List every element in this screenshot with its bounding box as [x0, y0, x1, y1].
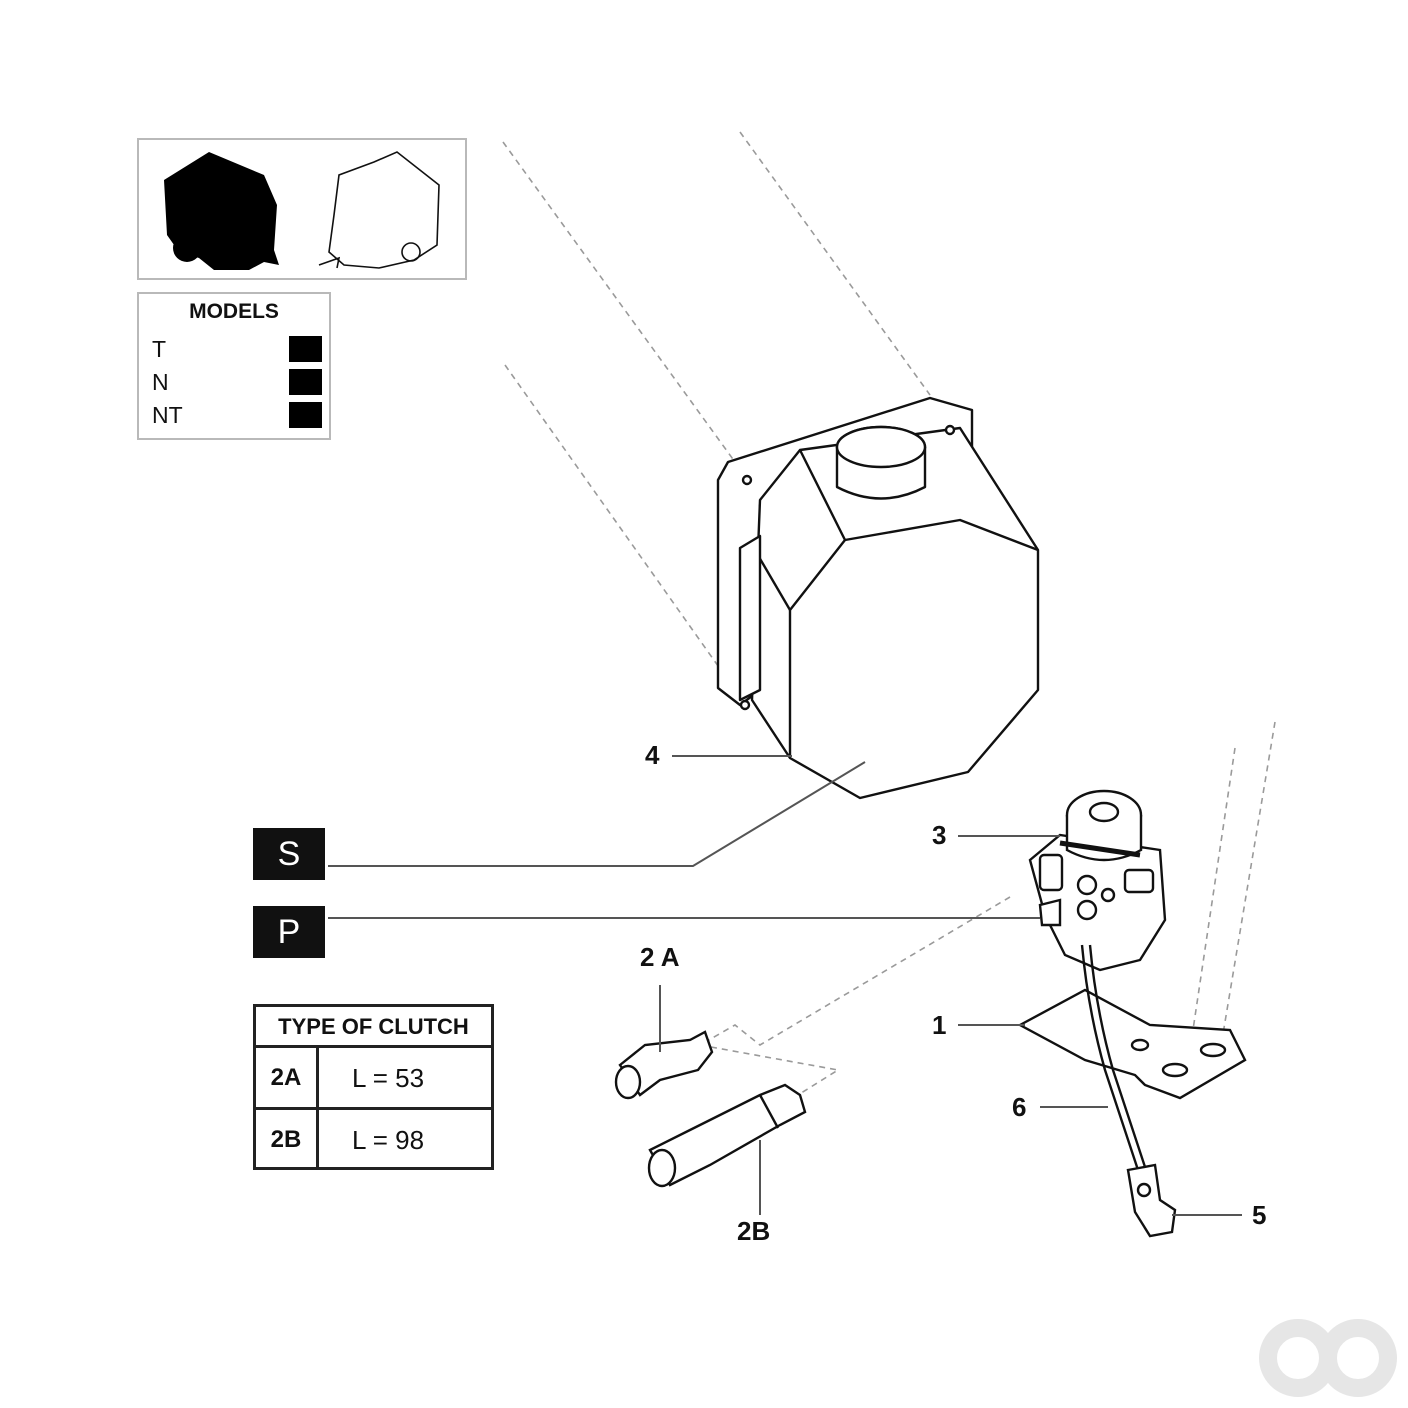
callout-2a: 2 A — [640, 942, 680, 972]
table-row: 2B L = 98 — [256, 1110, 491, 1170]
clutch-length: L = 98 — [352, 1125, 425, 1155]
callout-6: 6 — [1012, 1092, 1027, 1122]
callout-1: 1 — [932, 1010, 947, 1040]
bracket-part — [1017, 988, 1247, 1100]
model-swatch — [289, 369, 322, 395]
badge-s: S — [253, 828, 325, 880]
model-label: T — [152, 336, 167, 362]
callout-2b: 2B — [737, 1216, 771, 1246]
table-row: 2A L = 53 — [256, 1048, 491, 1108]
fitting-part — [1126, 1163, 1177, 1238]
model-swatch — [289, 402, 322, 428]
models-title: MODELS — [189, 300, 279, 323]
callout-5: 5 — [1252, 1200, 1267, 1230]
clutch-type-table: TYPE OF CLUTCH 2A L = 53 2B L = 98 — [253, 1004, 494, 1170]
clutch-code: 2A — [256, 1048, 319, 1108]
dashed-guide-lines — [502, 131, 1276, 1101]
model-row-nt: NT — [152, 402, 322, 428]
callout-leader-lines — [328, 755, 1242, 1216]
watermark-logo — [1259, 1319, 1397, 1397]
models-panel: MODELS T N NT — [137, 292, 331, 440]
model-row-n: N — [152, 369, 322, 395]
badge-p: P — [253, 906, 325, 958]
clutch-code: 2B — [256, 1110, 319, 1170]
clutch-length: L = 53 — [352, 1063, 425, 1093]
model-label: NT — [152, 402, 183, 428]
model-swatch — [289, 336, 322, 362]
callout-4: 4 — [645, 740, 660, 770]
coupling-2b-part — [647, 1083, 807, 1188]
model-row-t: T — [152, 336, 322, 362]
coupling-2a-part — [614, 1030, 714, 1100]
model-label: N — [152, 369, 169, 395]
baler-outline-icon — [318, 151, 440, 269]
clutch-table-title: TYPE OF CLUTCH — [256, 1007, 491, 1048]
table-divider — [256, 1107, 491, 1110]
valve-part — [1028, 789, 1167, 972]
tank-part — [716, 396, 1040, 800]
callout-3: 3 — [932, 820, 947, 850]
pipe-part — [1080, 944, 1148, 1171]
machine-icon-panel — [137, 138, 467, 280]
baler-filled-icon — [164, 152, 279, 270]
